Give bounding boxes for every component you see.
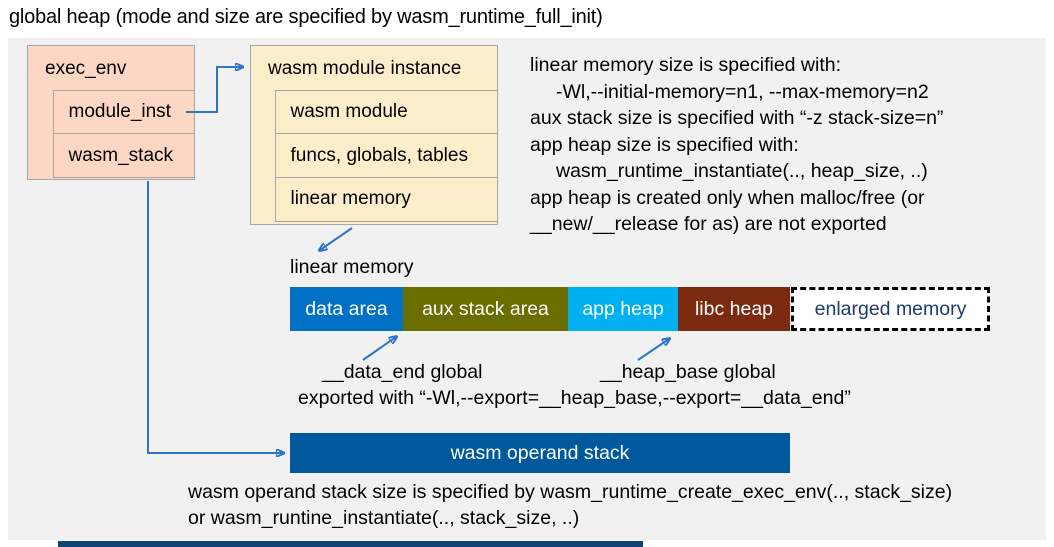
note-line: -Wl,--initial-memory=n1, --max-memory=n2 bbox=[556, 80, 929, 103]
heap-base-global-label: __heap_base global bbox=[600, 361, 776, 383]
segment-aux-stack-area: aux stack area bbox=[403, 287, 568, 331]
note-line: __new/__release for as) are not exported bbox=[530, 213, 887, 235]
exec-env-field-wasm-stack: wasm_stack bbox=[52, 133, 195, 178]
footer-line-2: or wasm_runtine_instantiate(.., stack_si… bbox=[188, 507, 580, 529]
segment-label: aux stack area bbox=[422, 297, 549, 320]
data-end-global-label: __data_end global bbox=[322, 361, 483, 383]
note-line: aux stack size is specified with “-z sta… bbox=[530, 107, 944, 129]
wasm-operand-stack-bar: wasm operand stack bbox=[290, 433, 790, 473]
module-instance-title: wasm module instance bbox=[268, 57, 462, 79]
segment-app-heap: app heap bbox=[568, 287, 678, 331]
page-title: global heap (mode and size are specified… bbox=[9, 6, 603, 28]
linear-memory-label: linear memory bbox=[290, 256, 414, 278]
bottom-decoration-strip bbox=[58, 541, 643, 547]
note-line: app heap size is specified with: bbox=[530, 133, 799, 156]
segment-libc-heap: libc heap bbox=[678, 287, 790, 331]
instance-field-funcs-globals-tables: funcs, globals, tables bbox=[274, 133, 498, 178]
instance-field-wasm-module: wasm module bbox=[274, 89, 498, 135]
segment-data-area: data area bbox=[290, 287, 403, 331]
segment-enlarged-memory: enlarged memory bbox=[791, 287, 990, 331]
exec-env-field-module-inst: module_inst bbox=[52, 89, 195, 135]
instance-field-linear-memory: linear memory bbox=[274, 176, 498, 222]
exec-env-box: exec_env module_inst wasm_stack bbox=[27, 45, 195, 180]
note-line: linear memory size is specified with: bbox=[530, 54, 842, 76]
export-flags-label: exported with “-Wl,--export=__heap_base,… bbox=[298, 387, 851, 409]
footer-line-1: wasm operand stack size is specified by … bbox=[188, 481, 953, 503]
note-line: wasm_runtime_instantiate(.., heap_size, … bbox=[556, 160, 928, 182]
segment-label: app heap bbox=[582, 297, 664, 320]
exec-env-title: exec_env bbox=[45, 57, 127, 79]
operand-stack-label: wasm operand stack bbox=[450, 441, 630, 464]
segment-label: libc heap bbox=[694, 297, 774, 320]
module-instance-box: wasm module instance wasm module funcs, … bbox=[250, 45, 498, 225]
memory-size-notes: linear memory size is specified with: -W… bbox=[530, 52, 1040, 238]
operand-stack-notes: wasm operand stack size is specified by … bbox=[188, 479, 952, 531]
note-line: app heap is created only when malloc/fre… bbox=[530, 186, 925, 209]
segment-label: data area bbox=[305, 297, 388, 320]
segment-label: enlarged memory bbox=[814, 297, 967, 320]
